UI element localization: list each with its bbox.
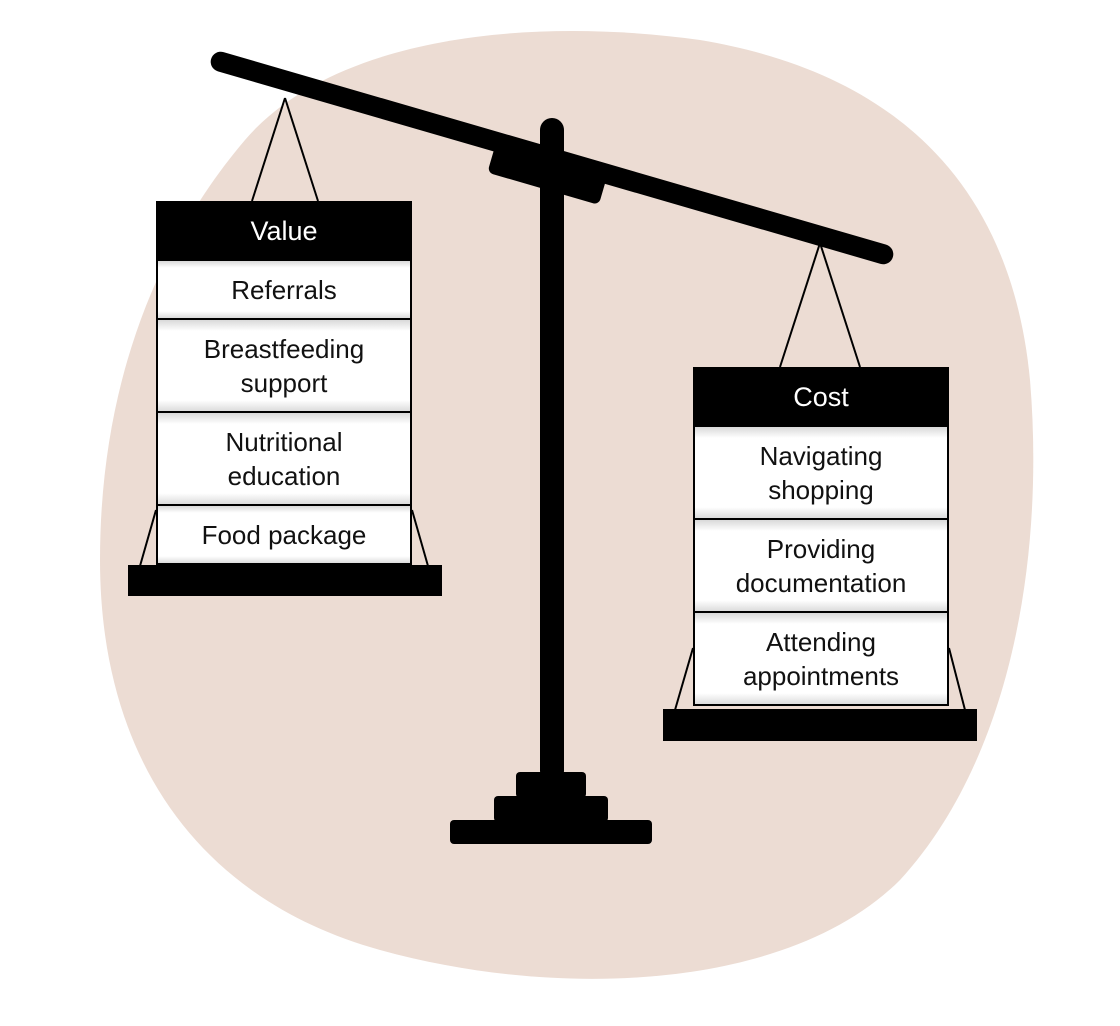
right-pan-string xyxy=(948,647,966,711)
value-title: Value xyxy=(156,201,412,261)
left-string xyxy=(284,97,319,202)
left-string xyxy=(251,97,286,202)
value-item-label: Food package xyxy=(201,519,367,550)
cost-pan-plate xyxy=(663,709,977,741)
left-pan-string xyxy=(139,509,157,567)
right-string xyxy=(819,242,861,368)
cost-title: Cost xyxy=(693,367,949,427)
right-pan-string xyxy=(674,647,694,711)
center-post xyxy=(540,118,564,783)
base-top xyxy=(516,772,586,798)
pivot-block xyxy=(488,139,608,204)
value-item: Referrals xyxy=(156,261,412,320)
value-pan-plate xyxy=(128,565,442,596)
value-item-label: Referrals xyxy=(231,274,337,305)
right-string xyxy=(779,242,821,368)
base-bottom xyxy=(450,820,652,844)
beam-assembly xyxy=(210,51,894,265)
value-item: Food package xyxy=(156,506,412,565)
left-pan-string xyxy=(411,509,429,567)
base-middle xyxy=(494,796,608,822)
